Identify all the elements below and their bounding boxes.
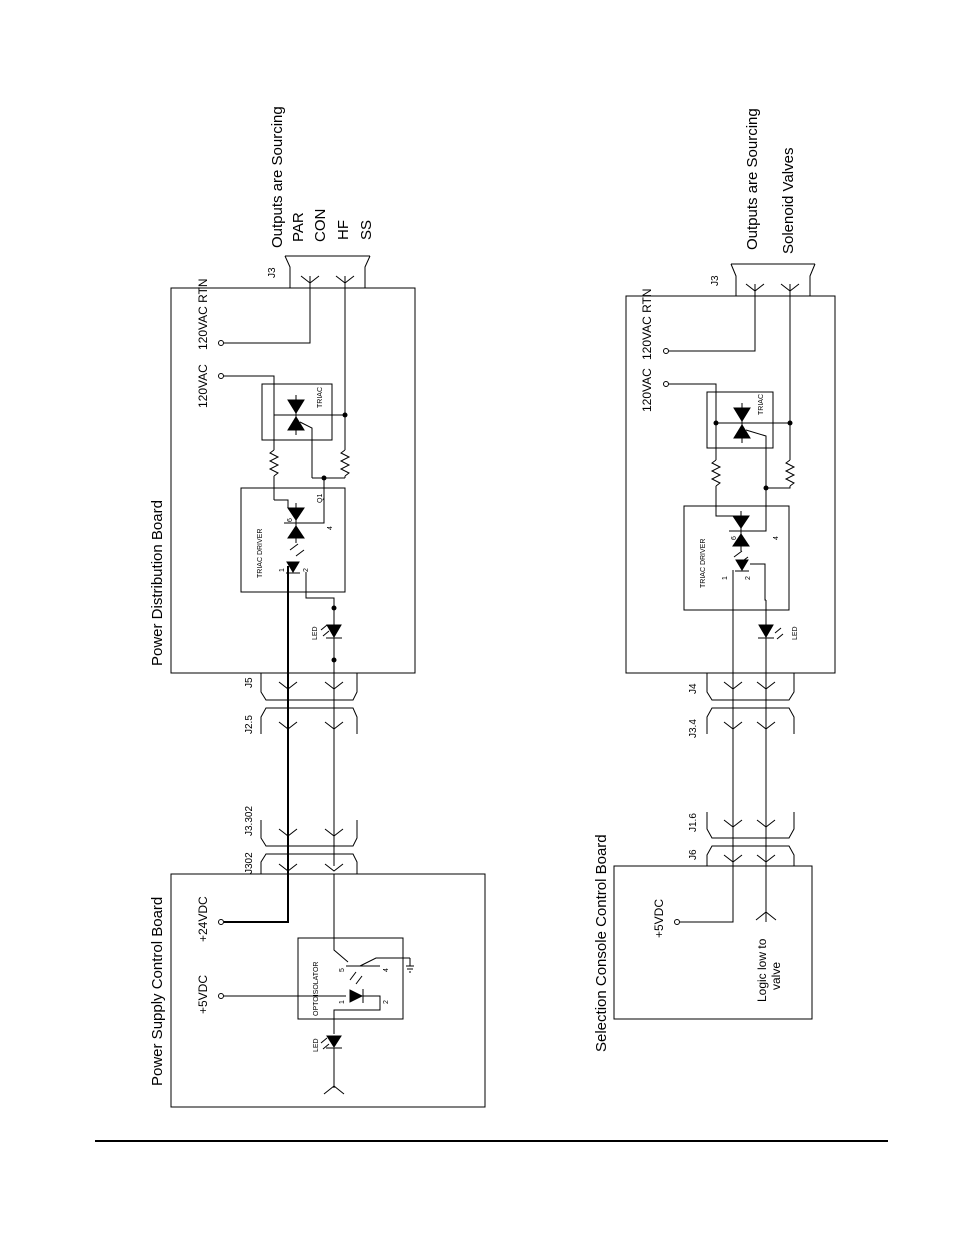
pin6-left: 6 — [287, 518, 294, 522]
q1-label-left: Q1 — [317, 494, 324, 503]
j3-connector-right — [730, 263, 816, 296]
led-label-right: LED — [792, 626, 799, 640]
opto-pin2: 2 — [383, 1000, 390, 1004]
v5-terminal-right — [674, 919, 680, 925]
j3-label-left: J3 — [267, 267, 278, 278]
j4-label: J4 — [688, 683, 699, 694]
power-supply-control-board — [170, 873, 486, 1108]
led-left — [320, 605, 342, 663]
triac-driver-label-right: TRIAC DRIVER — [700, 539, 707, 588]
output-par: PAR — [290, 212, 307, 242]
triac-box-right — [706, 391, 774, 449]
v5-terminal-left — [218, 993, 224, 999]
resistor-2-left — [340, 449, 350, 477]
power-distribution-board-label: Power Distribution Board — [149, 500, 166, 666]
rtn-terminal-left — [218, 340, 224, 346]
j16-label: J1.6 — [688, 813, 699, 832]
j4-connector — [706, 673, 795, 701]
pin2-right: 2 — [745, 576, 752, 580]
j3-label-right: J3 — [710, 275, 721, 286]
j6-connector — [706, 845, 795, 866]
vac-label-right: 120VAC — [640, 368, 654, 412]
v5-label-right: +5VDC — [652, 899, 666, 938]
j302-connector — [260, 853, 358, 874]
pin4-right: 4 — [773, 536, 780, 540]
resistor-1-right — [711, 459, 721, 487]
led2-label: LED — [313, 1038, 320, 1052]
j3302-connector — [260, 820, 358, 847]
pin4-left: 4 — [327, 526, 334, 530]
v5-label-left: +5VDC — [196, 975, 210, 1014]
led-supply — [320, 1035, 345, 1095]
triac-symbol-left — [274, 395, 313, 478]
output-con: CON — [312, 209, 329, 242]
resistor-1-left — [269, 449, 279, 477]
selection-console-control-board — [613, 865, 813, 1020]
outputs-title-left: Outputs are Sourcing — [269, 106, 286, 248]
optoisolator-label: OPTOISOLATOR — [313, 962, 320, 1016]
triac-symbol-right — [716, 403, 790, 488]
pin1-left: 1 — [279, 568, 286, 572]
pin1-right: 1 — [722, 576, 729, 580]
opto-pin1: 1 — [339, 1000, 346, 1004]
j34-label: J3.4 — [688, 719, 699, 738]
j5-label: J5 — [244, 677, 255, 688]
power-supply-control-board-label: Power Supply Control Board — [149, 897, 166, 1086]
triac-label-left: TRIAC — [317, 387, 324, 408]
triac-driver-symbol-right — [715, 488, 767, 572]
logic-label-1: Logic low to — [755, 938, 769, 1002]
triac-box-left — [261, 383, 333, 441]
opto-pin4: 4 — [383, 968, 390, 972]
led-label-left: LED — [312, 626, 319, 640]
rtn-label-left: 120VAC RTN — [196, 278, 210, 350]
outputs-title-right: Outputs are Sourcing — [744, 108, 761, 250]
optoisolator-symbol — [333, 874, 414, 1034]
j302-label: J302 — [244, 852, 255, 874]
led-right — [758, 600, 784, 673]
console-power-board — [625, 295, 836, 674]
vac-label-left: 120VAC — [196, 364, 210, 408]
triac-driver-box-left — [240, 487, 346, 593]
triac-driver-symbol-left — [274, 478, 325, 574]
rtn-label-right: 120VAC RTN — [640, 288, 654, 360]
pin6-right: 6 — [731, 536, 738, 540]
v24-terminal — [218, 919, 224, 925]
j3-connector-left — [284, 255, 371, 288]
output-hf: HF — [335, 220, 352, 240]
pin2-left: 2 — [303, 568, 310, 572]
j25-connector — [260, 707, 358, 734]
logic-label-2: valve — [769, 962, 783, 990]
triac-driver-label-left: TRIAC DRIVER — [257, 529, 264, 578]
v24-label: +24VDC — [196, 896, 210, 942]
selection-console-control-board-label: Selection Console Control Board — [593, 834, 610, 1052]
power-distribution-board — [170, 287, 416, 674]
j16-connector — [706, 812, 795, 839]
vac-terminal-right — [663, 381, 669, 387]
left-schematic: Outputs are Sourcing PAR CON HF SS J3 Po… — [149, 106, 486, 1108]
vac-terminal-left — [218, 373, 224, 379]
right-schematic: Outputs are Sourcing Solenoid Valves J3 … — [593, 108, 836, 1052]
j6-label: J6 — [688, 849, 699, 860]
j25-label: J2.5 — [244, 715, 255, 734]
triac-driver-box-right — [683, 505, 790, 611]
optoisolator-box — [297, 937, 404, 1020]
output-solenoid-valves: Solenoid Valves — [780, 148, 797, 254]
j3302-label: J3.302 — [244, 806, 255, 836]
resistor-2-right — [785, 459, 795, 487]
j5-connector — [260, 673, 358, 701]
opto-pin5: 5 — [339, 968, 346, 972]
j34-connector — [706, 707, 795, 734]
rtn-terminal-right — [663, 348, 669, 354]
output-ss: SS — [358, 220, 375, 240]
triac-label-right: TRIAC — [758, 394, 765, 415]
